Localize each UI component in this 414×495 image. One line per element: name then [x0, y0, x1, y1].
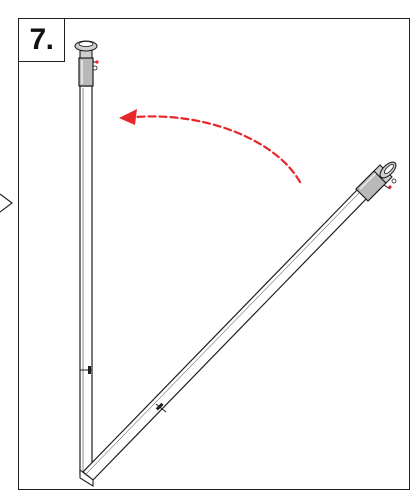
motion-arrow-icon [119, 109, 302, 184]
step-number-badge: 7. [18, 18, 65, 62]
diagonal-pole [82, 161, 397, 481]
pole-base [79, 468, 94, 487]
vertical-pole [74, 40, 99, 475]
step-number-label: 7. [29, 23, 54, 56]
